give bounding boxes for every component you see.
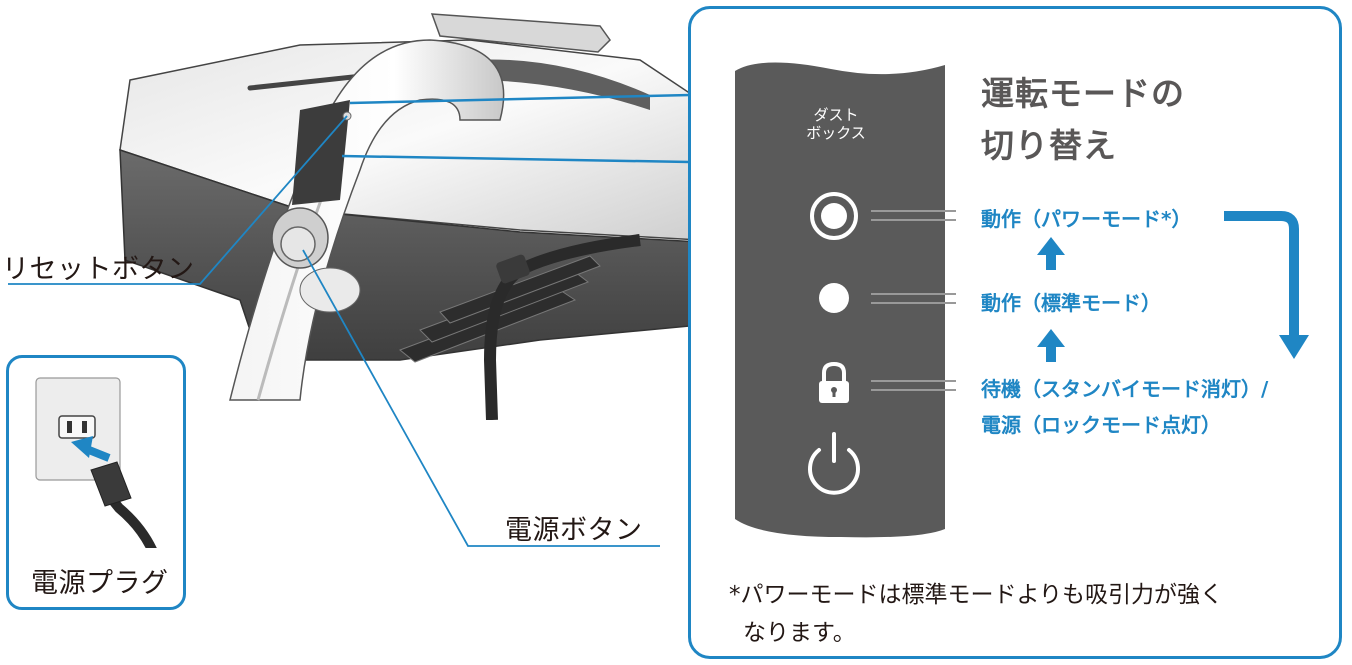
power-plug-label: 電源プラグ xyxy=(31,568,169,599)
panel-title-line2: 切り替え xyxy=(981,126,1117,165)
mode-label-power: 動作（パワーモード*） xyxy=(981,207,1192,231)
reset-button-label: リセットボタン xyxy=(2,254,195,285)
power-plug-illustration xyxy=(35,377,157,548)
power-button-label: 電源ボタン xyxy=(505,515,643,546)
power-plug-box: 電源プラグ xyxy=(6,355,186,610)
up-arrow-icon xyxy=(1037,237,1065,270)
mode-switch-panel: ダスト ボックス 運転モードの 切り替え 動作（パワーモード*） 動作（標準モー… xyxy=(688,6,1342,659)
dust-box-label: ダスト ボックス xyxy=(806,106,866,142)
mode-label-standard: 動作（標準モード） xyxy=(981,291,1161,315)
ring-led-icon xyxy=(810,192,858,240)
dot-led-icon xyxy=(819,283,849,313)
lock-icon xyxy=(819,361,849,403)
mode-label-lock: 電源（ロックモード点灯） xyxy=(981,413,1221,437)
footnote-line2: なります。 xyxy=(743,620,856,646)
mode-label-standby: 待機（スタンバイモード消灯）/ xyxy=(981,377,1269,401)
power-icon xyxy=(808,432,860,495)
cycle-arrow-icon xyxy=(1224,211,1309,359)
footnote-line1: *パワーモードは標準モードよりも吸引力が強く xyxy=(729,582,1224,608)
panel-title-line1: 運転モードの xyxy=(981,74,1185,113)
up-arrow-icon xyxy=(1037,329,1065,362)
